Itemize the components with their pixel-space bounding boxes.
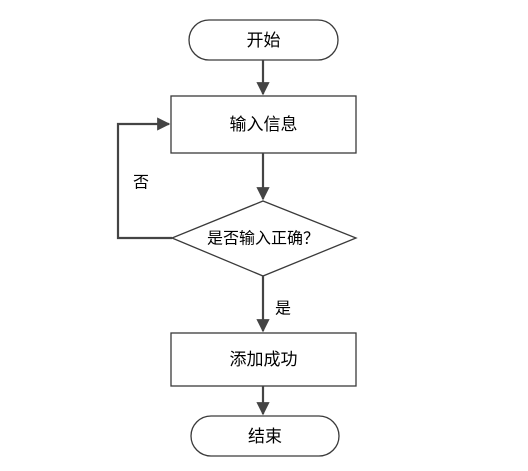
decision-label: 是否输入正确？ <box>207 229 319 248</box>
success-node: 添加成功 <box>170 332 357 387</box>
decision-node: 是否输入正确？ <box>170 200 358 277</box>
edge-decision-no-loop <box>116 117 172 240</box>
end-label: 结束 <box>248 427 282 447</box>
end-node: 结束 <box>190 415 340 457</box>
input-node: 输入信息 <box>170 95 357 154</box>
start-node: 开始 <box>188 19 339 61</box>
start-label: 开始 <box>247 31 281 51</box>
success-label: 添加成功 <box>230 350 298 370</box>
no-label: 否 <box>133 173 149 192</box>
input-label: 输入信息 <box>230 115 298 135</box>
yes-label: 是 <box>275 299 291 318</box>
